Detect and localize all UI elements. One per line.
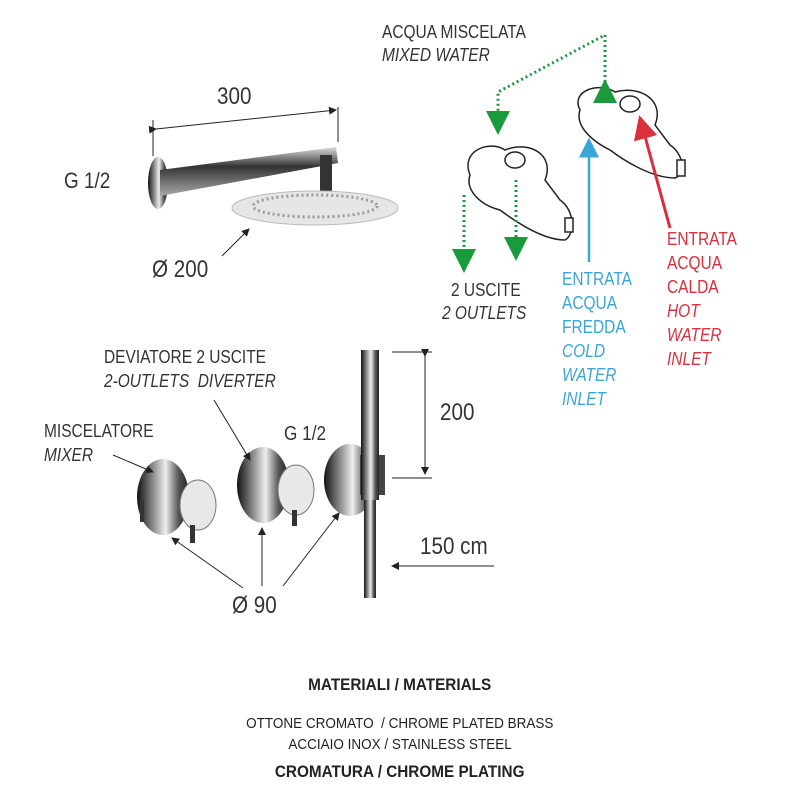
outlet-thread-label: G 1/2 [284, 423, 327, 445]
hot-inlet-label: ENTRATA ACQUA CALDA HOT WATER INLET [667, 227, 748, 371]
hot-inlet-arrow [633, 115, 672, 229]
valve-body-diverter [467, 145, 574, 241]
hot-line: HOT [667, 301, 700, 321]
mixer-label-en: MIXER [44, 445, 94, 465]
mixer-plate [137, 459, 217, 543]
materials-line-2-text: ACCIAIO INOX / STAINLESS STEEL [288, 736, 512, 753]
diverter-plate [237, 447, 315, 526]
hand-shower [361, 350, 379, 598]
materials-line-1-text: OTTONE CROMATO / CHROME PLATED BRASS [246, 715, 554, 732]
plate-diameter-dim: Ø 90 [232, 592, 277, 619]
hot-line: ENTRATA [667, 229, 737, 249]
arm-length-dim: 300 [217, 83, 252, 110]
hot-line: INLET [667, 349, 711, 369]
cold-line: FREDDA [562, 317, 626, 337]
diverter-label-en: 2-OUTLETS DIVERTER [104, 371, 276, 391]
cold-line: ACQUA [562, 293, 618, 313]
shower-arm [148, 147, 399, 226]
valve-body-mixer [577, 87, 686, 179]
cold-line: WATER [562, 365, 617, 385]
hot-line: CALDA [667, 277, 719, 297]
mixer-label-it: MISCELATORE [44, 421, 154, 441]
cold-inlet-label: ENTRATA ACQUA FREDDA COLD WATER INLET [562, 267, 643, 411]
arm-thread-label: G 1/2 [64, 168, 111, 193]
finish-title: CROMATURA / CHROME PLATING [0, 762, 800, 782]
hot-line: ACQUA [667, 253, 723, 273]
finish-title-text: CROMATURA / CHROME PLATING [275, 762, 525, 781]
mixed-water-label-it: ACQUA MISCELATA [382, 22, 526, 42]
outlets-label-en: 2 OUTLETS [442, 303, 527, 323]
materials-line-1: OTTONE CROMATO / CHROME PLATED BRASS [0, 715, 800, 732]
hot-line: WATER [667, 325, 722, 345]
head-diameter-dim: Ø 200 [152, 256, 209, 283]
cold-line: INLET [562, 389, 606, 409]
diverter-label-it: DEVIATORE 2 USCITE [104, 347, 267, 367]
mixed-water-arrow [486, 32, 617, 135]
cold-line: ENTRATA [562, 269, 632, 289]
materials-title-text: MATERIALI / MATERIALS [308, 675, 492, 694]
materials-line-2: ACCIAIO INOX / STAINLESS STEEL [0, 736, 800, 753]
mixed-water-label-en: MIXED WATER [382, 45, 490, 65]
cold-line: COLD [562, 341, 606, 361]
handshower-length-dim: 200 [440, 399, 475, 426]
hose-length-dim: 150 cm [420, 533, 488, 560]
materials-title: MATERIALI / MATERIALS [0, 675, 800, 695]
outlets-label-it: 2 USCITE [451, 280, 521, 300]
